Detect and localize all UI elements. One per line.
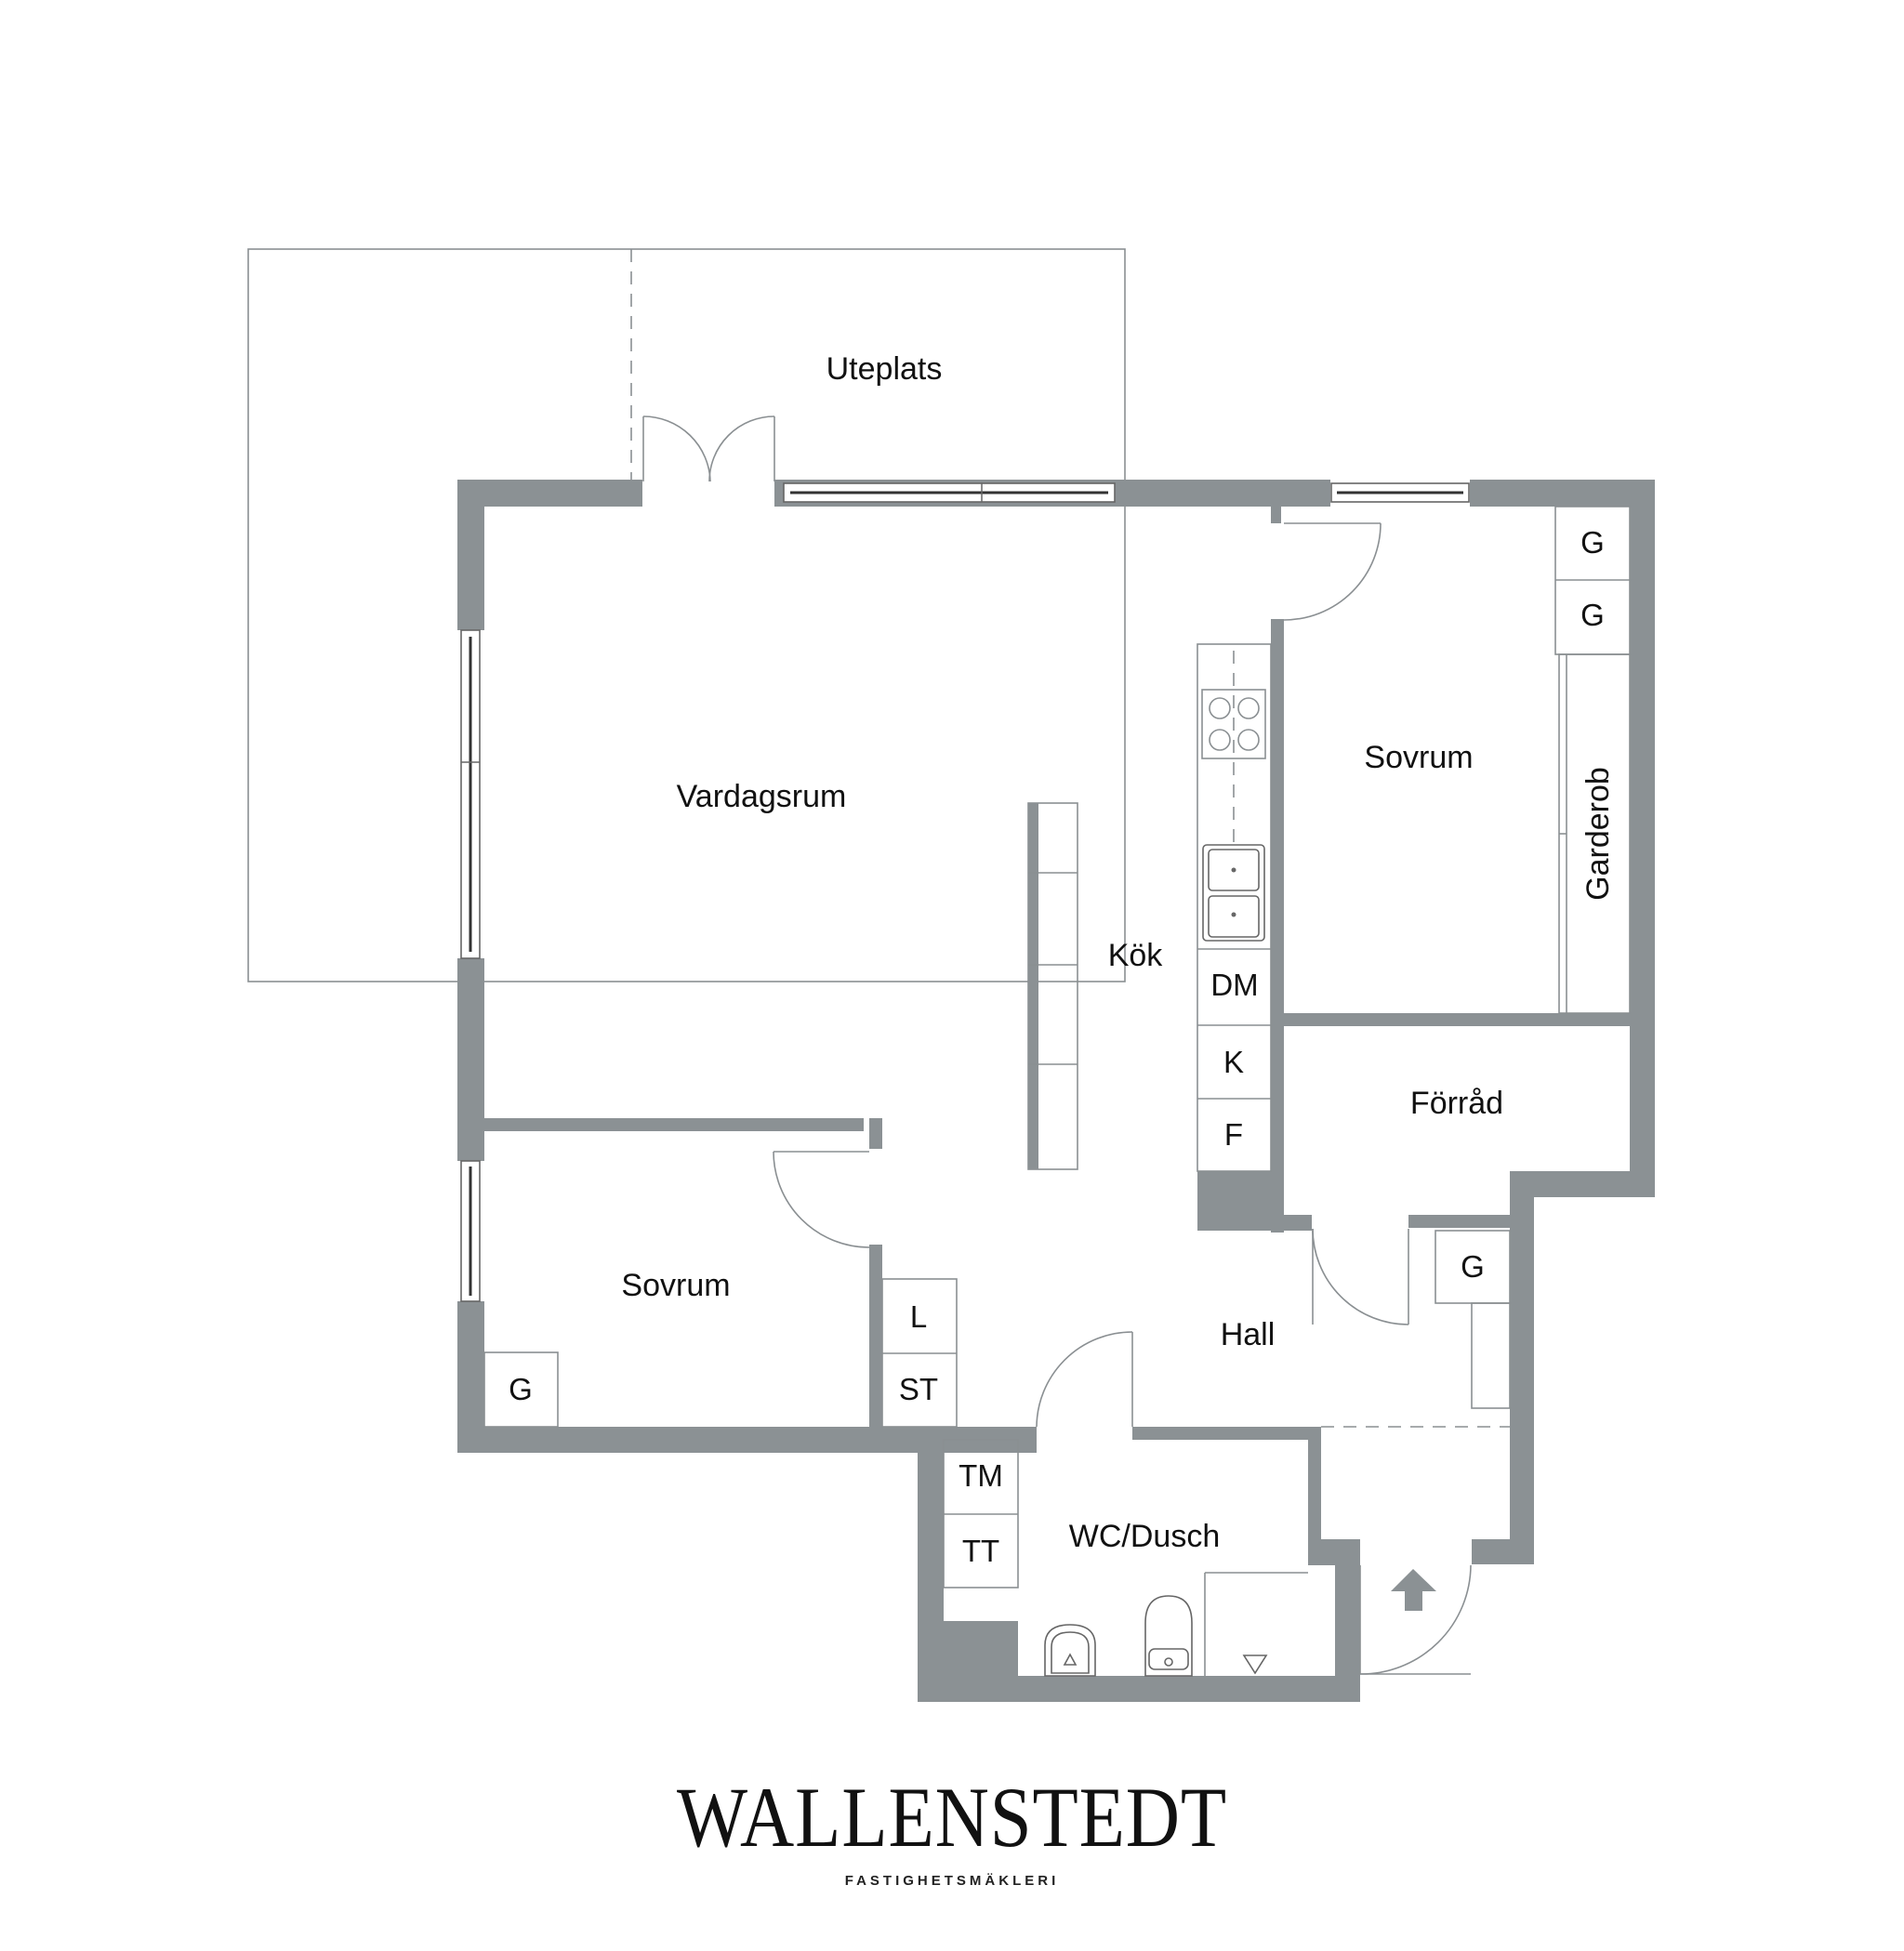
- doors: [642, 415, 1472, 1675]
- utility-cabinets: [881, 1278, 958, 1428]
- fixture-label-l: L: [910, 1299, 927, 1334]
- wardrobe-left: [483, 1351, 559, 1428]
- fixture-label-g: G: [1580, 525, 1605, 560]
- room-label-hall: Hall: [1221, 1317, 1276, 1352]
- wardrobe-right: [1554, 506, 1631, 1014]
- fixture-label-dm: DM: [1210, 968, 1258, 1002]
- room-label-wc-dusch: WC/Dusch: [1069, 1519, 1220, 1554]
- entrance-arrow-icon: [1391, 1569, 1436, 1611]
- brand-subtitle: FASTIGHETSMÄKLERI: [845, 1873, 1060, 1889]
- fixture-label-g: G: [1580, 598, 1605, 632]
- laundry-cabinets: [943, 1439, 1019, 1588]
- brand-logo: WALLENSTEDT: [677, 1770, 1227, 1865]
- shower-drain-icon: [1242, 1654, 1268, 1675]
- windows: [460, 482, 1470, 1302]
- sink-icon: [1202, 844, 1265, 942]
- shower-area: [1204, 1572, 1308, 1676]
- kitchen-island: [1027, 802, 1078, 1170]
- stove-icon: [1201, 689, 1266, 759]
- fixture-label-g: G: [1461, 1249, 1485, 1284]
- hall-closet: [1435, 1230, 1511, 1409]
- kitchen-counter: [1197, 643, 1272, 1172]
- fixture-label-tm: TM: [959, 1458, 1003, 1493]
- fixture-label-tt: TT: [962, 1534, 999, 1568]
- room-label-sovrum-right: Sovrum: [1364, 740, 1473, 775]
- fixture-label-k: K: [1223, 1045, 1244, 1079]
- fixture-label-g: G: [509, 1372, 533, 1406]
- room-label-uteplats: Uteplats: [826, 351, 943, 387]
- terrace-outline: [247, 248, 1126, 982]
- washbasin-icon: [1044, 1624, 1096, 1677]
- room-label-garderob: Garderob: [1580, 767, 1616, 901]
- fixture-label-f: F: [1224, 1117, 1243, 1152]
- room-label-forrad: Förråd: [1410, 1086, 1503, 1121]
- room-label-vardagsrum: Vardagsrum: [677, 779, 847, 814]
- room-label-sovrum-left: Sovrum: [621, 1268, 730, 1303]
- room-label-kok: Kök: [1108, 938, 1164, 973]
- toilet-icon: [1144, 1595, 1193, 1677]
- fixture-label-st: ST: [899, 1372, 938, 1406]
